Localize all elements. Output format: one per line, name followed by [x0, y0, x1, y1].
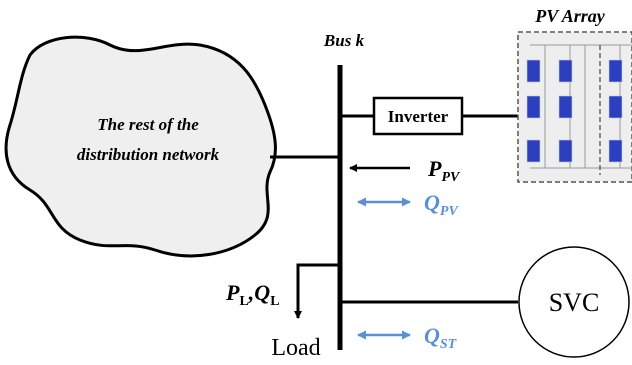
- load-label: Load: [271, 335, 320, 361]
- pv-panels: [526, 59, 623, 163]
- svc-circle: [518, 246, 630, 358]
- svc-label: SVC: [549, 288, 600, 317]
- network-label-line2: distribution network: [77, 145, 220, 164]
- pv-panel: [558, 139, 573, 163]
- pv-array-title: PV Array: [534, 6, 606, 26]
- pv-panel: [608, 95, 623, 119]
- q-pv-label: QPV: [424, 190, 459, 219]
- pv-panel: [608, 139, 623, 163]
- network-label-line1: The rest of the: [97, 115, 199, 134]
- pv-panel: [526, 59, 541, 83]
- pv-panel: [558, 95, 573, 119]
- pv-panel: [608, 59, 623, 83]
- pv-panel: [526, 95, 541, 119]
- inverter-box: [372, 96, 464, 136]
- load-pq-label: PL,QL: [225, 280, 280, 309]
- bus-label: Bus k: [323, 31, 365, 50]
- pv-panel: [526, 139, 541, 163]
- inverter-label: Inverter: [388, 107, 449, 126]
- p-pv-label: PPV: [427, 156, 461, 185]
- load-feeder-line: [294, 263, 340, 319]
- pv-panel: [558, 59, 573, 83]
- q-st-label: QST: [424, 323, 458, 352]
- distribution-network-cloud: [4, 35, 277, 258]
